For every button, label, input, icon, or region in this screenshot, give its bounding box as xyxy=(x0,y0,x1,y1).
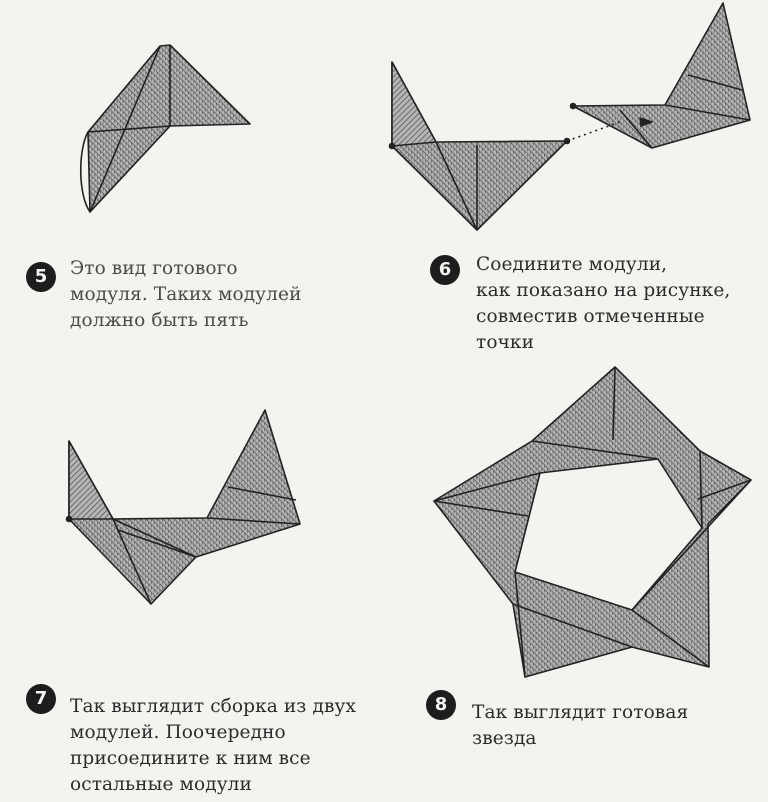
star-diagram-step8 xyxy=(433,366,752,678)
module-diagram-step6 xyxy=(388,2,751,231)
step-7-caption: Так выглядит сборка из двух модулей. Поо… xyxy=(70,696,356,795)
step-8-caption: Так выглядит готовая звезда xyxy=(472,702,689,749)
step-6-caption: Соедините модули, как показано на рисунк… xyxy=(476,254,731,353)
step-5-badge: 5 xyxy=(26,262,56,292)
step-5-caption: Это вид готового модуля. Таких модулей д… xyxy=(70,258,302,331)
step-7-badge: 7 xyxy=(26,684,56,714)
step-8-badge: 8 xyxy=(426,690,456,720)
module-diagram-step5 xyxy=(79,44,251,213)
module-diagram-step7 xyxy=(65,409,301,605)
step-6-badge: 6 xyxy=(430,255,460,285)
